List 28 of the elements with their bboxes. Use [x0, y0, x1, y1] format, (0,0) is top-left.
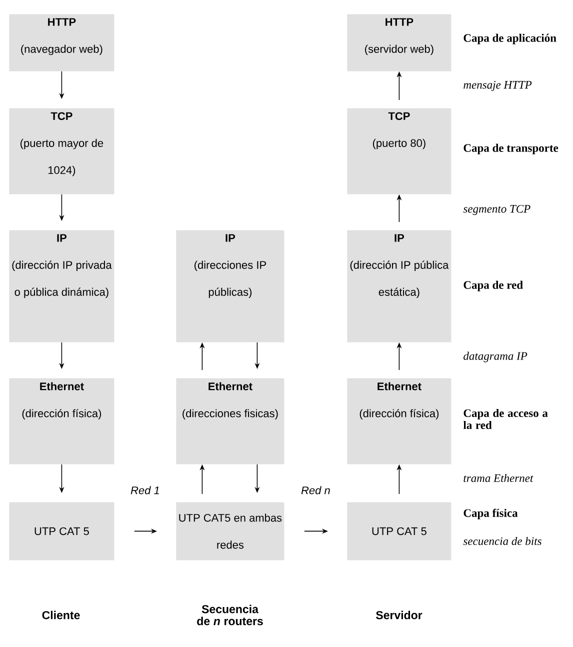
edge-label: Red 1 [130, 486, 159, 494]
layer-name: Capa de aplicación [464, 34, 556, 44]
column-title: Secuencia de n routers [197, 604, 263, 626]
layer-box: Ethernet (dirección física) [9, 378, 114, 464]
layer-box: HTTP (navegador web) [9, 14, 114, 72]
data-unit-label: segmento TCP [463, 204, 530, 216]
layer-box: IP (direcciones IP públicas) [176, 230, 284, 342]
data-unit-label: secuencia de bits [463, 536, 542, 546]
layer-name: Capa de red [464, 280, 523, 292]
layer-box: Ethernet (dirección física) [347, 378, 452, 464]
data-unit-label: mensaje HTTP [464, 80, 532, 92]
layer-box: UTP CAT 5 [9, 502, 114, 560]
layer-name: Capa de acceso a la red [463, 408, 548, 430]
layer-box: IP (dirección IP privada o pública dinámica) [9, 230, 114, 342]
layer-name: Capa de transporte [464, 144, 558, 154]
layer-box: IP (dirección IP pública estática) [347, 230, 452, 342]
layer-box: TCP (puerto mayor de 1024) [9, 108, 114, 194]
data-unit-label: trama Ethernet [464, 474, 534, 482]
data-unit-label: datagrama IP [464, 352, 528, 362]
layer-box: TCP (puerto 80) [347, 108, 452, 194]
layer-box: HTTP (servidor web) [347, 14, 452, 72]
column-title: Cliente [42, 610, 80, 620]
edge-label: Red n [301, 486, 330, 494]
column-title: Servidor [376, 610, 422, 620]
layer-box: Ethernet (direcciones fisicas) [176, 378, 284, 464]
layer-box: UTP CAT 5 [347, 502, 452, 560]
layer-name: Capa física [464, 508, 518, 520]
layer-box: UTP CAT5 en ambas redes [176, 502, 284, 560]
